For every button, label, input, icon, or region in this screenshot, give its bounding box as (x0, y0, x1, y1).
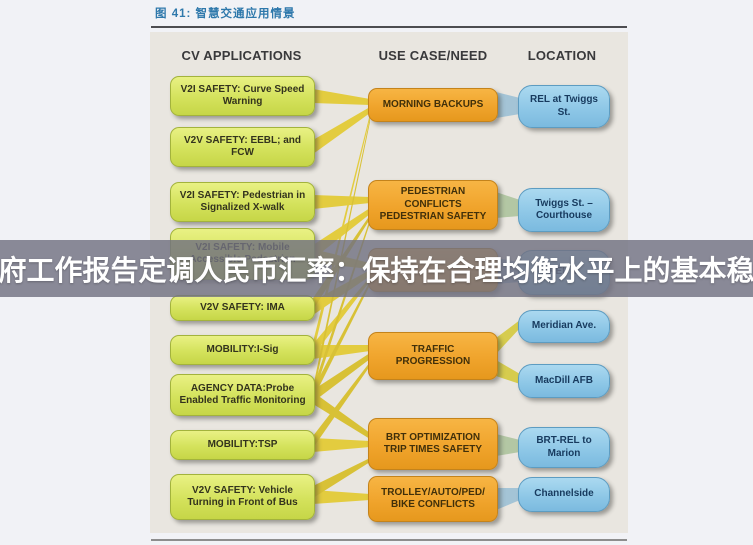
location-box-twiggs-courthouse: Twiggs St. – Courthouse (518, 188, 610, 232)
column-header-use-case: USE CASE/NEED (378, 48, 488, 63)
use-case-box-morning-backups: MORNING BACKUPS (368, 88, 498, 122)
location-box-brt-rel-marion: BRT-REL to Marion (518, 427, 610, 468)
cv-app-box-agency-data-probe: AGENCY DATA:Probe Enabled Traffic Monito… (170, 374, 315, 416)
figure-bottom-rule (151, 539, 627, 541)
figure-top-rule (151, 26, 627, 28)
location-box-rel-twiggs: REL at Twiggs St. (518, 85, 610, 128)
use-case-box-brt-optimization: BRT OPTIMIZATION TRIP TIMES SAFETY (368, 418, 498, 470)
use-case-box-pedestrian-conflicts: PEDESTRIAN CONFLICTS PEDESTRIAN SAFETY (368, 180, 498, 230)
cv-app-box-curve-speed-warning: V2I SAFETY: Curve Speed Warning (170, 76, 315, 116)
location-box-macdill-afb: MacDill AFB (518, 364, 610, 398)
column-header-cv-applications: CV APPLICATIONS (181, 48, 302, 63)
cv-app-box-ima: V2V SAFETY: IMA (170, 295, 315, 321)
headline-overlay: 政府工作报告定调人民币汇率：保持在合理均衡水平上的基本稳定 (0, 240, 753, 297)
use-case-box-traffic-progression: TRAFFIC PROGRESSION (368, 332, 498, 380)
use-case-box-trolley-conflicts: TROLLEY/AUTO/PED/ BIKE CONFLICTS (368, 476, 498, 522)
cv-app-box-vehicle-turning: V2V SAFETY: Vehicle Turning in Front of … (170, 474, 315, 520)
headline-text: 政府工作报告定调人民币汇率：保持在合理均衡水平上的基本稳定 (0, 254, 753, 286)
figure-caption: 图 41: 智慧交通应用情景 (155, 8, 296, 20)
cv-app-box-tsp: MOBILITY:TSP (170, 430, 315, 460)
cv-app-box-i-sig: MOBILITY:I-Sig (170, 335, 315, 365)
location-box-channelside: Channelside (518, 477, 610, 512)
location-box-meridian-ave: Meridian Ave. (518, 310, 610, 343)
cv-app-box-eebl-fcw: V2V SAFETY: EEBL; and FCW (170, 127, 315, 167)
column-header-location: LOCATION (527, 48, 597, 63)
cv-app-box-pedestrian-xwalk: V2I SAFETY: Pedestrian in Signalized X-w… (170, 182, 315, 222)
